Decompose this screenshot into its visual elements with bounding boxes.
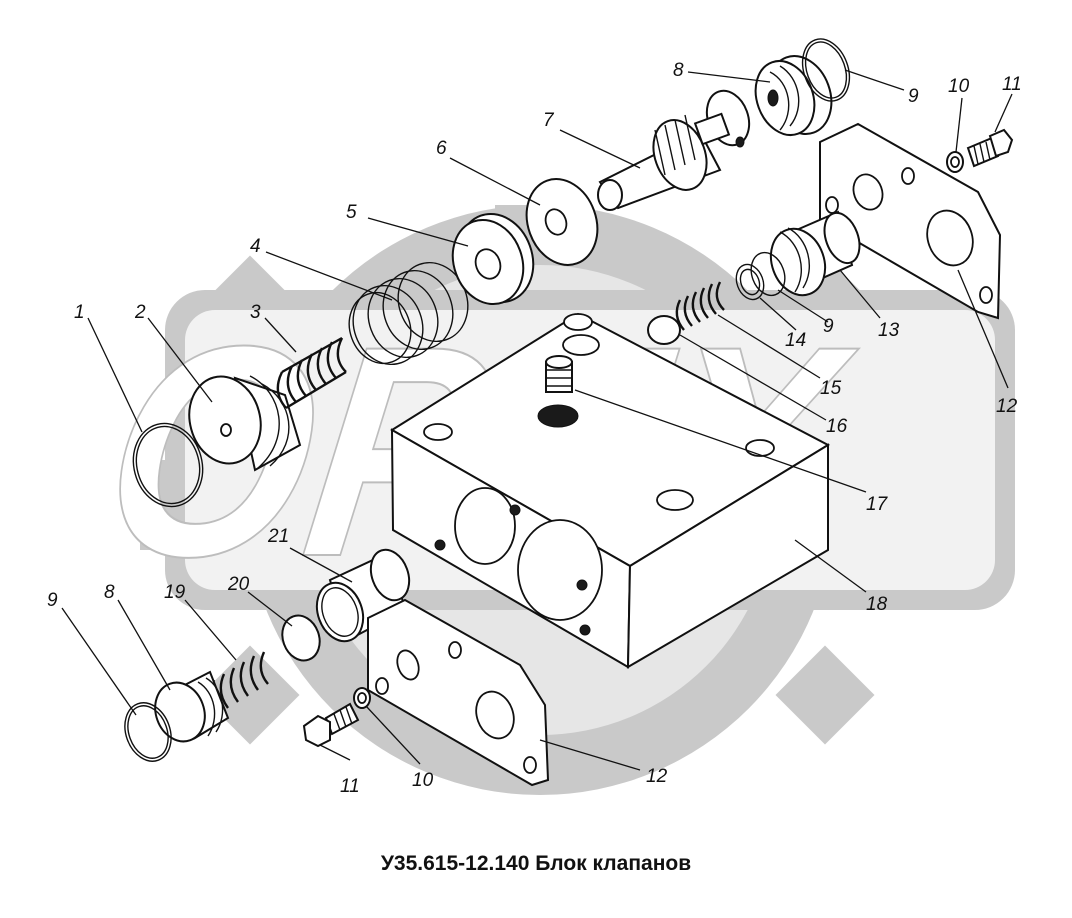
callout-8-bottom: 8 [104,582,115,603]
ball-16 [647,315,681,345]
flange-plate-12-bottom [367,598,550,787]
washer-6 [525,178,599,266]
spring-4 [348,261,469,366]
callout-2: 2 [134,302,146,323]
diagram-caption: У35.615-12.140 Блок клапанов [381,852,691,875]
callout-13: 13 [878,320,900,341]
callout-9-mid: 9 [823,316,834,337]
piston-7 [597,89,751,211]
callout-6: 6 [436,138,447,159]
spring-15 [675,281,725,331]
plug-8-top [754,55,833,136]
callout-10-bottom: 10 [412,770,434,791]
callout-9-top: 9 [908,86,919,107]
callout-7: 7 [543,110,555,131]
callout-1: 1 [74,302,85,323]
washer-10-bottom [353,687,371,709]
callout-18: 18 [866,594,888,615]
leader-lines [61,69,1013,771]
callout-4: 4 [250,236,261,257]
cap-2 [188,375,302,472]
callout-3: 3 [250,302,261,323]
spring-3 [276,336,347,410]
callout-15: 15 [820,378,842,399]
o-ring-9-bottom [124,702,172,762]
callout-10-top: 10 [948,76,970,97]
flange-plate-12-top [819,122,1002,320]
callout-14: 14 [785,330,806,351]
washer-14 [735,263,765,301]
disc-20 [281,614,321,662]
washer-10-top [946,151,964,173]
callout-8-top: 8 [673,60,684,81]
callout-9-bottom: 9 [47,590,58,611]
callout-5: 5 [346,202,357,223]
o-ring-1 [132,422,204,508]
callout-17: 17 [866,494,889,515]
valve-block-body [390,312,831,669]
o-ring-9-top [801,38,851,102]
bolt-11-top [966,128,1014,168]
bolt-11-bottom [302,702,360,748]
callout-12-top: 12 [996,396,1018,417]
callout-12-bottom: 12 [646,766,668,787]
callout-11-top: 11 [1002,74,1022,95]
callout-19: 19 [164,582,186,603]
callout-21: 21 [267,526,289,547]
plug-8-bottom [154,670,230,743]
plug-17 [537,355,579,428]
o-ring-9-mid [750,251,786,297]
callout-11-bottom: 11 [340,776,360,797]
callout-labels: 1 2 3 4 5 6 7 8 9 10 11 12 13 9 14 15 16… [47,60,1022,797]
washer-5 [451,212,535,306]
callout-20: 20 [227,574,250,595]
callout-16: 16 [826,416,848,437]
